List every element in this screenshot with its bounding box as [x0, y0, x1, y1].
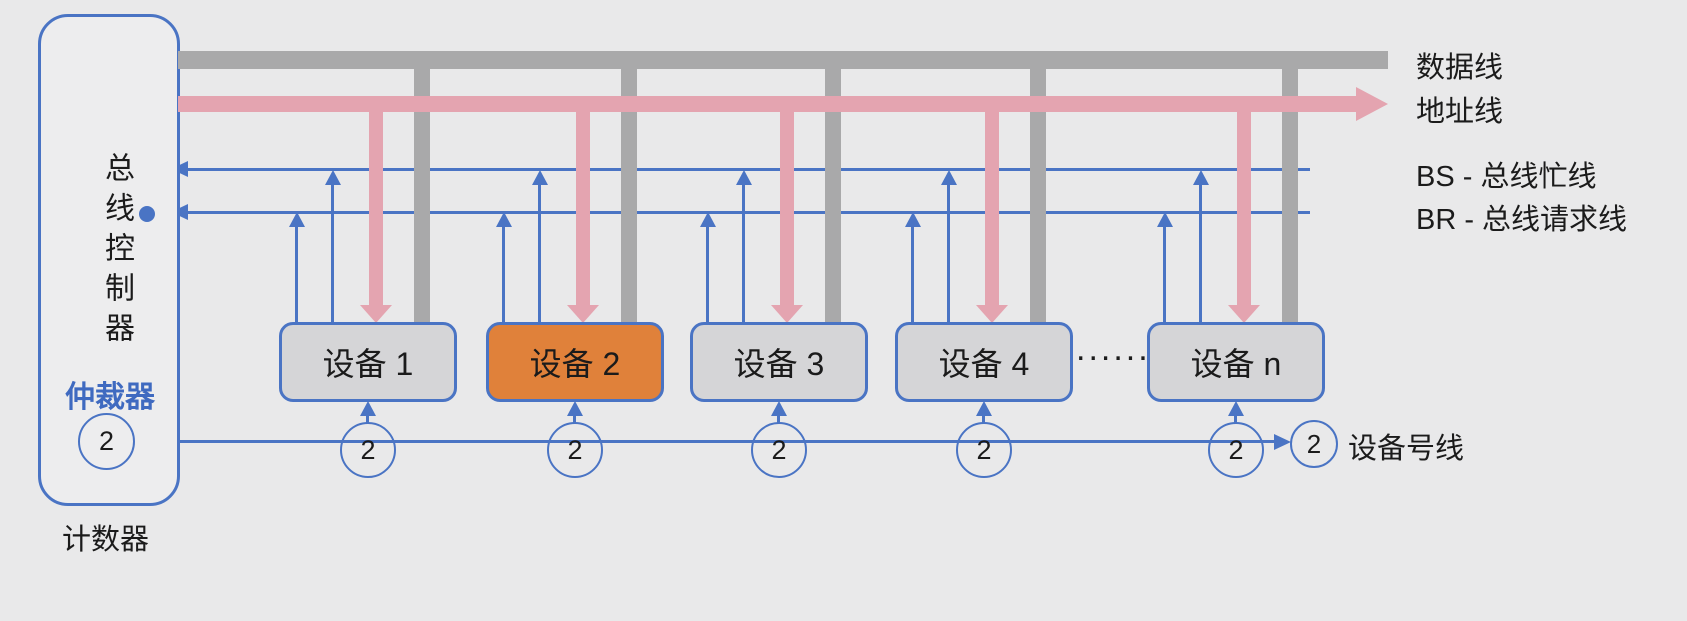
device-column: 设备 1 2 [279, 0, 457, 621]
address-bus-label: 地址线 [1416, 96, 1504, 128]
device-counter-circle: 2 [547, 422, 603, 478]
data-bus-drop [621, 69, 637, 322]
bs-busy-arrow [331, 183, 334, 322]
bs-up-arrow-icon [736, 170, 752, 185]
data-bus-drop [1282, 69, 1298, 322]
device-select-arrow-icon [1228, 401, 1244, 416]
device-select-arrow-icon [771, 401, 787, 416]
br-line-label: BR - 总线请求线 [1416, 204, 1628, 236]
bs-up-arrow-icon [1193, 170, 1209, 185]
bs-up-arrow-icon [325, 170, 341, 185]
device-select-line [1234, 413, 1237, 423]
device-counter-circle: 2 [751, 422, 807, 478]
bs-up-arrow-icon [532, 170, 548, 185]
data-bus-drop [1030, 69, 1046, 322]
device-box: 设备 1 [279, 322, 457, 402]
br-request-arrow [295, 225, 298, 322]
bs-busy-arrow [742, 183, 745, 322]
device-box: 设备 4 [895, 322, 1073, 402]
device-select-line [366, 413, 369, 423]
data-bus-drop [825, 69, 841, 322]
data-bus-line [178, 51, 1388, 69]
address-drop-arrow-icon [1228, 305, 1260, 323]
br-up-arrow-icon [905, 212, 921, 227]
device-column: 设备 2 2 [486, 0, 664, 621]
br-request-arrow [1163, 225, 1166, 322]
address-drop-arrow-icon [567, 305, 599, 323]
device-counter-circle: 2 [956, 422, 1012, 478]
bs-busy-line [186, 168, 1310, 171]
bus-controller-title: 总线控制器 [100, 152, 133, 352]
data-bus-label: 数据线 [1416, 52, 1504, 84]
devices-ellipsis: ....... [1076, 330, 1164, 368]
address-bus-arrow-icon [1356, 87, 1388, 121]
device-column: 设备 3 2 [690, 0, 868, 621]
device-select-arrow-icon [567, 401, 583, 416]
controller-dot-icon [139, 206, 155, 222]
br-request-arrow [911, 225, 914, 322]
bs-busy-arrow [1199, 183, 1202, 322]
address-drop-arrow-icon [360, 305, 392, 323]
bs-busy-arrow [538, 183, 541, 322]
device-column: 设备 4 2 [895, 0, 1073, 621]
address-bus-drop [369, 112, 383, 307]
br-request-arrow [502, 225, 505, 322]
data-bus-drop [414, 69, 430, 322]
device-box: 设备 3 [690, 322, 868, 402]
device-counter-circle: 2 [340, 422, 396, 478]
device-select-line [777, 413, 780, 423]
address-bus-drop [780, 112, 794, 307]
device-select-arrow-icon [360, 401, 376, 416]
address-bus-drop [1237, 112, 1251, 307]
br-request-arrow [706, 225, 709, 322]
counter-label: 计数器 [62, 524, 150, 556]
bs-up-arrow-icon [941, 170, 957, 185]
address-bus-drop [576, 112, 590, 307]
address-drop-arrow-icon [976, 305, 1008, 323]
device-number-arrow-icon [1274, 434, 1291, 450]
device-select-line [573, 413, 576, 423]
device-column: 设备 n 2 [1147, 0, 1325, 621]
br-up-arrow-icon [289, 212, 305, 227]
bs-busy-arrow [947, 183, 950, 322]
device-number-line [179, 440, 1274, 443]
address-bus-drop [985, 112, 999, 307]
device-box: 设备 n [1147, 322, 1325, 402]
device-number-terminal-circle: 2 [1290, 420, 1338, 468]
bs-line-label: BS - 总线忙线 [1416, 161, 1597, 193]
device-select-line [982, 413, 985, 423]
br-up-arrow-icon [700, 212, 716, 227]
arbiter-label: 仲裁器 [65, 381, 155, 414]
address-bus-line [178, 96, 1358, 112]
address-drop-arrow-icon [771, 305, 803, 323]
arbiter-counter-circle: 2 [78, 413, 135, 470]
br-up-arrow-icon [496, 212, 512, 227]
device-box-highlighted: 设备 2 [486, 322, 664, 402]
device-counter-circle: 2 [1208, 422, 1264, 478]
br-up-arrow-icon [1157, 212, 1173, 227]
br-request-line [186, 211, 1310, 214]
device-number-line-label: 设备号线 [1348, 433, 1465, 465]
device-select-arrow-icon [976, 401, 992, 416]
